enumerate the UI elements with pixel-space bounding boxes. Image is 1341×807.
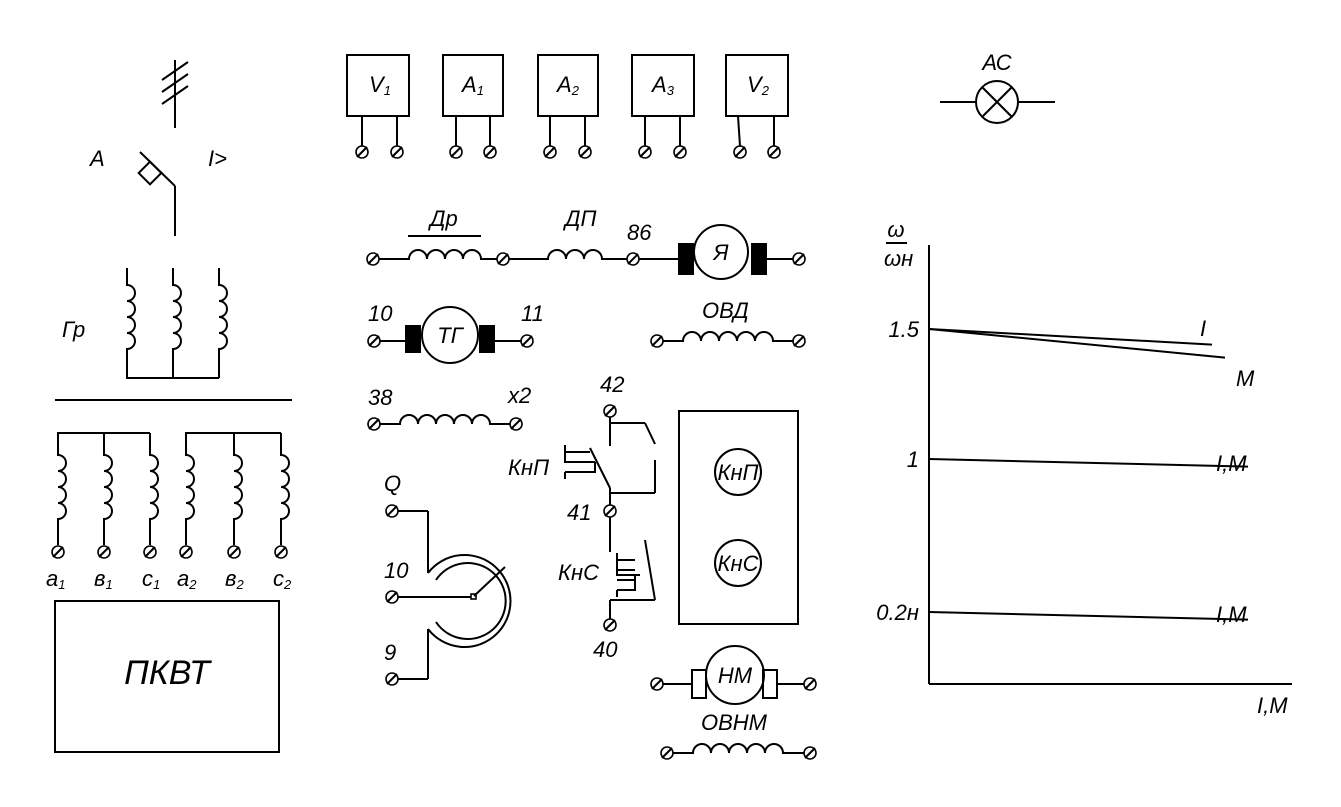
meter-label: A2: [555, 72, 580, 98]
speed-characteristic-chart: ω ωн I,M 1.5 1 0.2н I M I,M I,M: [876, 217, 1292, 718]
lamp-label: АС: [980, 50, 1011, 75]
push-buttons: 42 КнП 41 КнС 40 КнП КнС: [508, 372, 799, 662]
terminal-label: c1: [142, 566, 160, 592]
coil: 38 x2: [367, 383, 531, 431]
meter-label: V2: [747, 72, 770, 98]
tacho-label: ТГ: [437, 323, 464, 348]
pump-field-label: ОВНМ: [701, 710, 768, 735]
node-label: 86: [627, 220, 652, 245]
terminal-label: a2: [177, 566, 197, 592]
breaker-label: A: [88, 146, 105, 171]
breaker-trip-label: I>: [208, 146, 227, 171]
terminal-41-label: 41: [567, 500, 591, 525]
transformer: Гр a1 в1 c1 a2 в2 c2: [46, 268, 292, 592]
field-winding-label: ОВД: [702, 298, 749, 323]
meter-a3: A3: [631, 54, 695, 159]
meter-v1: V1: [346, 54, 410, 159]
choke-label: Др: [427, 206, 458, 231]
potentiometer: Q 10 9: [384, 471, 512, 686]
y-tick-label: 1: [907, 447, 919, 472]
terminal-42-label: 42: [600, 372, 624, 397]
start-button-label: КнП: [508, 455, 549, 480]
circuit-breaker: A I>: [88, 60, 227, 236]
coil-left-label: 38: [368, 385, 393, 410]
meter-v2: V2: [725, 54, 789, 159]
pump-motor-label: НМ: [718, 663, 753, 688]
y-axis-numerator: ω: [887, 217, 904, 242]
terminal-label: c2: [273, 566, 292, 592]
series-label: M: [1236, 366, 1255, 391]
terminal: [179, 545, 193, 559]
interpole-label: ДП: [562, 206, 596, 231]
tachogenerator: 10 ТГ 11: [367, 301, 544, 364]
series-line: [928, 328, 1226, 359]
meter-label: A3: [650, 72, 675, 98]
coil-right-label: x2: [507, 383, 531, 408]
signal-lamp: АС: [940, 50, 1055, 124]
terminal-label: в1: [94, 566, 113, 592]
converter-label: ПКВТ: [124, 654, 212, 692]
terminal: [97, 545, 111, 559]
button-panel: [678, 410, 799, 625]
meter-a2: A2: [537, 54, 599, 159]
motor-field-winding: ОВД: [650, 298, 806, 348]
series-line: [928, 458, 1249, 468]
terminal-label: a1: [46, 566, 65, 592]
series-label: I: [1200, 316, 1206, 341]
armature-circuit: Др ДП 86 Я: [366, 206, 806, 280]
terminal: [51, 545, 65, 559]
stop-button-text: КнС: [718, 551, 759, 576]
meter-label: A1: [460, 72, 484, 98]
terminal-40-label: 40: [593, 637, 618, 662]
stop-button[interactable]: [714, 539, 762, 587]
meter-a1: A1: [442, 54, 504, 159]
series-label: I,M: [1216, 451, 1247, 476]
pot-bottom-label: 9: [384, 640, 396, 665]
terminal: [143, 545, 157, 559]
terminal: [274, 545, 288, 559]
converter-block: ПКВТ: [54, 600, 280, 753]
series-line: [928, 328, 1213, 346]
terminal: [227, 545, 241, 559]
armature-label: Я: [713, 240, 730, 265]
terminal-label: в2: [225, 566, 244, 592]
x-axis-label: I,M: [1257, 693, 1288, 718]
start-button[interactable]: [714, 448, 762, 496]
start-button-text: КнП: [717, 460, 758, 485]
y-tick-label: 0.2н: [876, 600, 919, 625]
series-line: [928, 611, 1249, 621]
pump-motor: НМ ОВНМ: [650, 645, 817, 760]
stop-button-label: КнС: [558, 560, 599, 585]
y-tick-label: 1.5: [888, 317, 919, 342]
meter-label: V1: [369, 72, 391, 98]
pot-top-label: Q: [384, 471, 401, 496]
series-label: I,M: [1216, 602, 1247, 627]
pot-wiper-label: 10: [384, 558, 409, 583]
transformer-label: Гр: [62, 317, 85, 342]
tacho-right-label: 11: [521, 301, 544, 326]
y-axis-denominator: ωн: [884, 246, 913, 271]
tacho-left-label: 10: [368, 301, 393, 326]
